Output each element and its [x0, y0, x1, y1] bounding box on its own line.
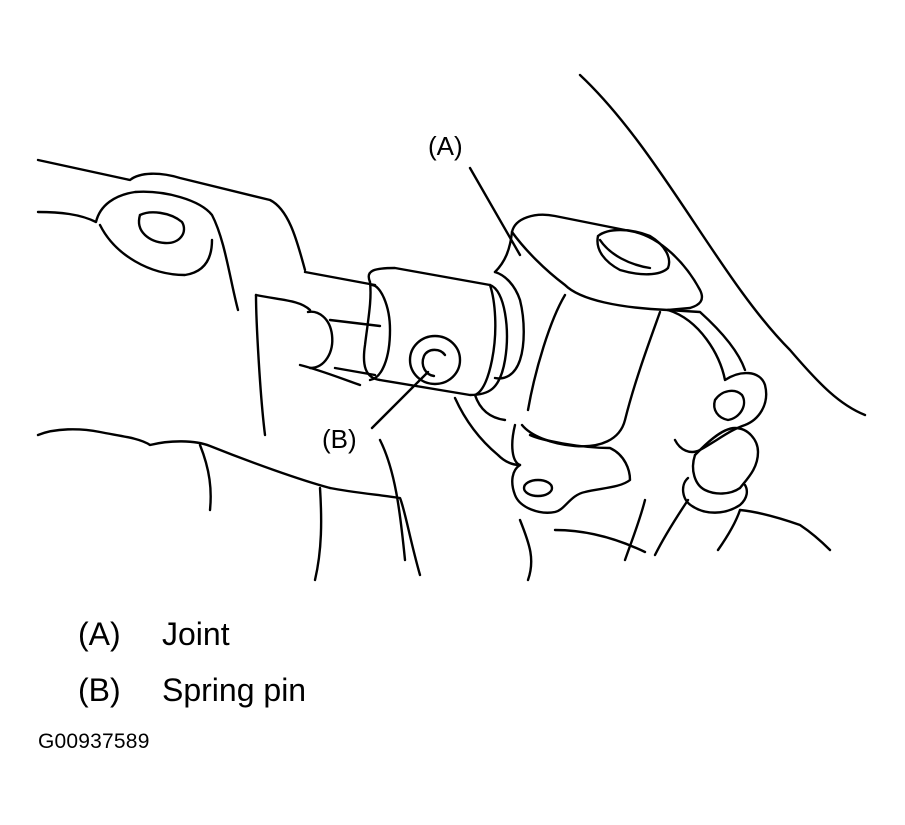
- housing-flange-curve: [254, 293, 312, 312]
- housing-lower-curve: [313, 486, 323, 582]
- housing-front-face: [254, 293, 267, 437]
- shaft-lower: [298, 363, 362, 387]
- callout-b-label: (B): [322, 424, 357, 454]
- legend-row-a: (A) Joint: [78, 606, 306, 662]
- joint-lower-edge: [453, 396, 522, 467]
- housing-lower-face: [198, 443, 422, 577]
- lower-housing-curve: [518, 518, 647, 582]
- bolt-shank: [693, 426, 760, 490]
- legend-row-b: (B) Spring pin: [78, 662, 306, 718]
- right-yoke-hole: [713, 389, 746, 422]
- callout-a-label: (A): [428, 131, 463, 161]
- spring-pin-outer: [408, 334, 462, 386]
- joint-cap-top: [596, 228, 671, 276]
- shaft-upper: [303, 270, 377, 287]
- right-bracket: [666, 308, 747, 372]
- housing-bottom-edge: [36, 428, 332, 490]
- sleeve-ring: [473, 283, 497, 397]
- right-lower-lines: [623, 498, 832, 562]
- shaft-step: [306, 310, 334, 370]
- joint-yoke-face: [510, 230, 670, 312]
- bolt-collar: [681, 476, 749, 514]
- legend-key-b: (B): [78, 671, 121, 708]
- spring-pin-inner: [421, 348, 447, 378]
- joint-cap-top-inner: [598, 238, 652, 270]
- housing-inner-wall: [98, 223, 214, 277]
- housing-side-bulge: [378, 438, 407, 562]
- callout-a-leader: [468, 166, 522, 257]
- legend-label-b: Spring pin: [162, 671, 307, 708]
- joint-bolt-hole: [522, 478, 554, 498]
- figure-id: G00937589: [38, 730, 150, 753]
- legend-label-a: Joint: [162, 615, 230, 652]
- body-outline-right: [578, 73, 867, 417]
- legend-key-a: (A): [78, 615, 121, 652]
- joint-yoke-upper: [493, 213, 704, 312]
- sleeve-rim: [368, 283, 392, 382]
- legend: (A) Joint (B) Spring pin: [78, 606, 306, 718]
- lug-hole: [137, 211, 186, 245]
- sleeve-body: [362, 266, 508, 397]
- joint-spring-pin-illustration: (A) (B): [36, 73, 867, 582]
- bolt-shank-end: [691, 453, 742, 495]
- right-yoke: [666, 308, 768, 454]
- housing-left-lug: [36, 190, 240, 312]
- joint-cross-body: [520, 293, 662, 448]
- shaft-step2: [328, 318, 382, 377]
- joint-yoke-side: [493, 270, 525, 380]
- housing-top-edge: [36, 158, 307, 272]
- joint-lower-shaft: [473, 393, 507, 422]
- callout-b-leader: [370, 370, 430, 430]
